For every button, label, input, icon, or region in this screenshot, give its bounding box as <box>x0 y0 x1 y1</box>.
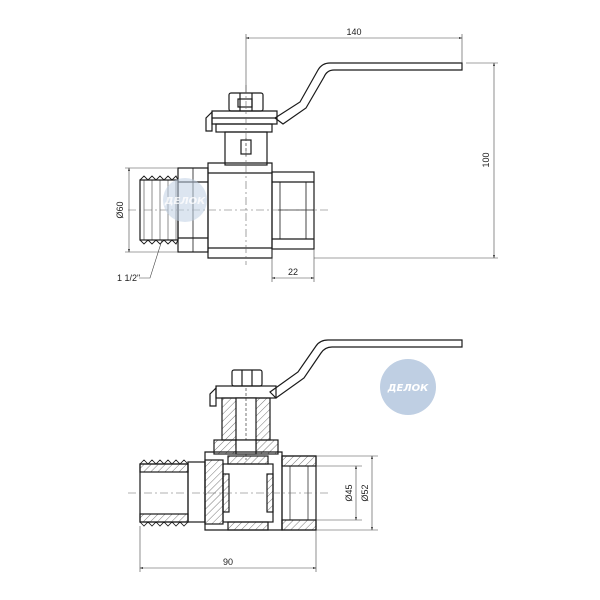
section-view <box>128 339 463 531</box>
dim-bore-diameter: Ø45 <box>344 484 354 501</box>
dim-body-inner-diameter: Ø52 <box>360 484 370 501</box>
dim-handle-length: 140 <box>346 27 361 37</box>
svg-text:ДЕЛОК: ДЕЛОК <box>164 196 207 207</box>
dim-overall-length: 90 <box>223 557 233 567</box>
svg-text:ДЕЛОК: ДЕЛОК <box>387 383 430 394</box>
section-dimensions <box>139 455 378 572</box>
dim-outer-diameter: Ø60 <box>115 201 125 218</box>
section-logo: ДЕЛОК <box>380 359 436 415</box>
dim-thread-size: 1 1/2" <box>117 273 140 283</box>
valve-body <box>207 162 273 259</box>
top-logo: ДЕЛОК <box>163 178 207 222</box>
top-view <box>128 62 463 265</box>
female-end <box>271 171 315 250</box>
dim-female-depth: 22 <box>288 267 298 277</box>
top-dimensions <box>125 34 498 282</box>
section-handle-lever <box>269 339 463 399</box>
handle-lever <box>273 62 463 125</box>
dim-height: 100 <box>481 152 491 167</box>
